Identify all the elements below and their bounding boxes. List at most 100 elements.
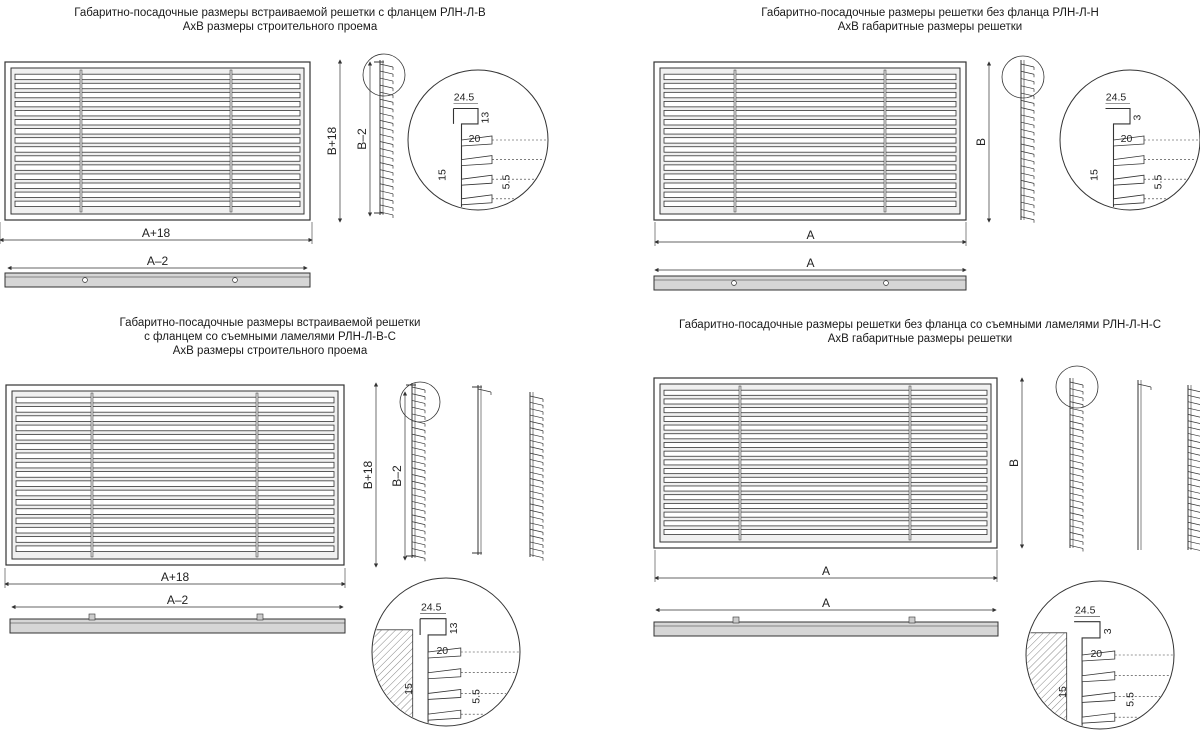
- detail-rln-l-n-s-louvre-section: [1081, 691, 1116, 703]
- grille-rln-l-n-s-louvre: [663, 424, 988, 431]
- grille-rln-l-v-louvre: [14, 155, 301, 162]
- detail-rln-l-v-dim-5-5: 5.5: [501, 175, 513, 190]
- grille-rln-l-v-s-louvre: [15, 545, 335, 553]
- removable-louvres-rln-l-v-s-slat: [529, 528, 544, 533]
- side-profile-rln-l-v-s-slat: [411, 413, 426, 418]
- bottom-strip-rln-l-v-s: [9, 618, 346, 634]
- grille-rln-l-n-s-support-post: [738, 385, 742, 541]
- detail-rln-l-n-dim-5-5: 5.5: [1153, 175, 1165, 190]
- grille-rln-l-n-s-louvre: [663, 485, 988, 492]
- grille-rln-l-n-s-louvre: [663, 433, 988, 440]
- grille-rln-l-v-s-louvre: [15, 424, 335, 432]
- side-profile-rln-l-n-s-slat: [1069, 381, 1084, 386]
- side-profile-rln-l-v-s-slat: [411, 474, 426, 478]
- detail-callout-rln-l-n-s: [1055, 365, 1099, 409]
- side-profile-rln-l-v-slat: [379, 84, 394, 89]
- dim-a-rln-l-n-label: А: [806, 228, 814, 242]
- removable-louvres-rln-l-n-s-slat: [1187, 395, 1200, 399]
- side-profile-rln-l-n-slat: [1020, 92, 1035, 97]
- grille-rln-l-n-louvre: [663, 137, 957, 144]
- detail-rln-l-v-louvre-section: [461, 194, 493, 206]
- detail-rln-l-n-louvre-section: [1113, 174, 1145, 186]
- removable-louvres-rln-l-n-s-slat: [1187, 515, 1200, 520]
- side-profile-rln-l-v-s-slat: [411, 514, 426, 519]
- detail-rln-l-n-s-dim-5-5: 5.5: [1124, 692, 1136, 707]
- grille-rln-l-n-s-louvre: [663, 450, 988, 457]
- grille-rln-l-n-louvre: [663, 73, 957, 81]
- side-profile-rln-l-v-s-slat: [411, 480, 426, 485]
- detail-rln-l-v-dim-24-5: 24.5: [454, 92, 475, 104]
- removable-louvres-rln-l-v-s-slat: [529, 440, 544, 444]
- side-profile-rln-l-n-slat: [1020, 209, 1035, 213]
- side-profile-rln-l-n-slat: [1020, 136, 1035, 141]
- side-profile-rln-l-v-s-slat: [411, 393, 426, 398]
- side-profile-rln-l-v-s-slat: [411, 521, 426, 525]
- side-profile-rln-l-n-s-slat: [1069, 433, 1084, 438]
- detail-rln-l-v-s-dim-24-5: 24.5: [421, 602, 442, 614]
- grille-rln-l-n-louvre: [663, 155, 957, 162]
- detail-rln-l-n-s-louvre-section: [1081, 650, 1116, 662]
- removable-louvres-rln-l-n-s-slat: [1187, 521, 1200, 526]
- bottom-strip-rln-l-n-fixing-hole: [731, 280, 737, 286]
- removable-louvres-rln-l-n-s-slat: [1187, 407, 1200, 412]
- removable-louvres-rln-l-n-s-slat: [1187, 471, 1200, 475]
- side-profile-rln-l-v-s-slat: [411, 440, 426, 445]
- side-profile-rln-l-n-s-slat: [1069, 505, 1084, 510]
- side-profile-rln-l-n-slat: [1020, 121, 1035, 126]
- grille-rln-l-n-s-louvre: [663, 398, 988, 405]
- removable-louvres-rln-l-v-s-slat: [529, 465, 544, 470]
- bottom-strip-rln-l-n-s-clip: [732, 616, 740, 624]
- dim-b-plus-18-label: В+18: [325, 126, 339, 155]
- removable-louvres-rln-l-n-s-slat: [1187, 528, 1200, 532]
- side-profile-rln-l-n-slat: [1020, 180, 1035, 184]
- grille-rln-l-n-louvre: [663, 182, 957, 189]
- removable-louvres-rln-l-n-s-slat: [1187, 426, 1200, 431]
- side-profile-rln-l-n-slat: [1020, 216, 1035, 221]
- removable-louvres-rln-l-v-s-slat: [529, 541, 544, 546]
- side-profile-rln-l-n-slat: [1020, 158, 1035, 162]
- bottom-strip-rln-l-v-s-clip: [256, 613, 264, 621]
- side-profile-rln-l-n-slat: [1020, 63, 1035, 68]
- removable-louvres-rln-l-n-s-slat: [1187, 547, 1200, 551]
- detail-rln-l-v-s-dim-20: 20: [436, 645, 448, 657]
- detail-rln-l-n-louvre-section: [1113, 194, 1145, 206]
- grille-rln-l-v-s-louvre: [15, 452, 335, 460]
- side-profile-rln-l-v-slat: [379, 148, 394, 152]
- side-profile-rln-l-v-s-slat: [411, 534, 426, 539]
- detail-rln-l-n-dim-20: 20: [1121, 133, 1133, 145]
- grille-rln-l-v-s-louvre: [15, 461, 335, 469]
- side-profile-rln-l-v-slat: [379, 162, 394, 166]
- detail-rln-l-v-s-louvre-section: [427, 709, 462, 721]
- removable-louvres-rln-l-v-s-slat: [529, 484, 544, 489]
- grille-rln-l-v-louvre: [14, 191, 301, 198]
- side-profile-rln-l-n-s-slat: [1069, 388, 1084, 392]
- removable-louvres-rln-l-v-s-slat: [529, 471, 544, 476]
- detail-rln-l-v-dim-flange: 13: [480, 112, 492, 124]
- side-profile-rln-l-n-slat: [1020, 100, 1035, 104]
- side-profile-rln-l-n-s-slat: [1069, 466, 1084, 471]
- dim-a-bottom-rln-l-n-s-label: А: [822, 596, 830, 610]
- grille-rln-l-v-s-louvre: [15, 396, 335, 404]
- grille-rln-l-v-s-louvre: [15, 406, 335, 413]
- side-profile-rln-l-v-slat: [379, 63, 394, 68]
- grille-rln-l-v-louvre: [14, 73, 301, 81]
- detail-rln-l-n-dim-15: 15: [1089, 169, 1101, 181]
- detail-rln-l-v-s-louvre-section: [427, 647, 462, 659]
- side-profile-rln-l-v-s-slat: [411, 447, 426, 451]
- detail-rln-l-n-louvre-section: [1113, 155, 1145, 167]
- removable-louvres-rln-l-n-s-slat: [1187, 483, 1200, 488]
- grille-rln-l-n-s-louvre: [663, 459, 988, 466]
- side-profile-rln-l-n-s-slat: [1069, 545, 1084, 549]
- detail-rln-l-n-s-louvre-section: [1081, 712, 1116, 724]
- removable-louvres-rln-l-n-s-slat: [1187, 477, 1200, 481]
- detail-rln-l-n-s-profile: [1074, 621, 1101, 728]
- side-profile-rln-l-v-s-slat: [411, 453, 426, 458]
- side-profile-rln-l-v-slat: [379, 120, 394, 124]
- side-profile-rln-l-n-slat: [1020, 172, 1035, 177]
- side-profile-rln-l-n-s-slat: [1069, 512, 1084, 517]
- removable-louvres-rln-l-n-s-slat: [1187, 496, 1200, 501]
- dim-b-rln-l-n-label: В: [974, 138, 988, 146]
- side-profile-rln-l-v-slat: [379, 204, 394, 209]
- side-profile-rln-l-v-s-slat: [411, 400, 426, 404]
- removable-louvres-rln-l-v-s-slat: [529, 446, 544, 451]
